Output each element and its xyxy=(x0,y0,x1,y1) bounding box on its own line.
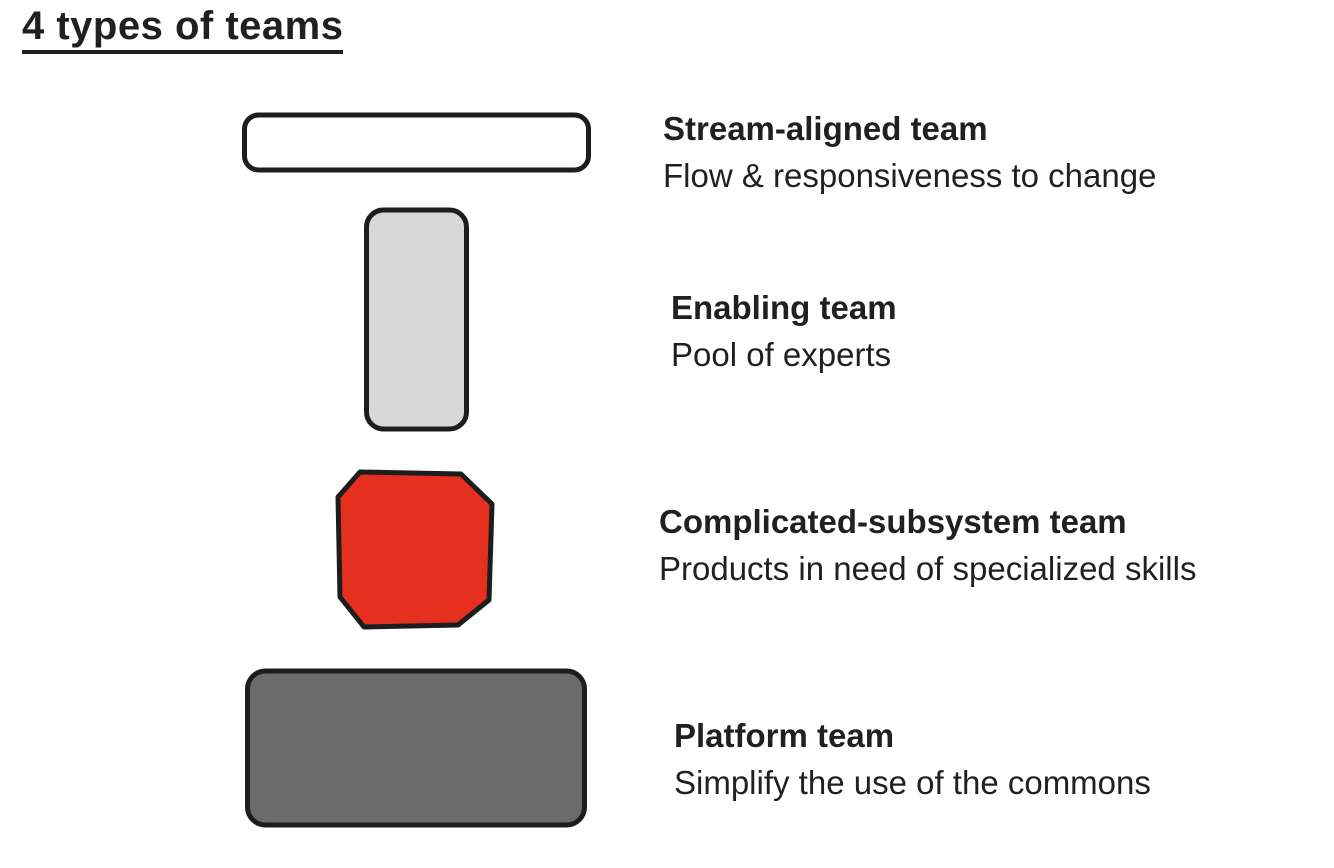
enabling-shape-rect xyxy=(364,207,469,432)
stream-aligned-text-block: Stream-aligned team Flow & responsivenes… xyxy=(663,112,1156,192)
stream-aligned-shape xyxy=(241,111,593,175)
enabling-team-name: Enabling team xyxy=(671,289,897,326)
enabling-shape xyxy=(363,206,471,434)
platform-team-description: Simplify the use of the commons xyxy=(674,764,1151,801)
stream-aligned-team-description: Flow & responsiveness to change xyxy=(663,157,1157,194)
platform-text-block: Platform team Simplify the use of the co… xyxy=(674,719,1151,799)
platform-team-name: Platform team xyxy=(674,717,895,754)
stream-aligned-team-name: Stream-aligned team xyxy=(663,110,988,147)
diagram-title: 4 types of teams xyxy=(22,4,344,54)
complicated-subsystem-shape xyxy=(334,466,498,634)
complicated-subsystem-shape-octagon xyxy=(335,469,495,630)
complicated-subsystem-team-description: Products in need of specialized skills xyxy=(659,550,1197,587)
enabling-team-description: Pool of experts xyxy=(671,336,892,373)
platform-shape xyxy=(244,667,588,829)
stream-aligned-shape-rect xyxy=(242,112,591,173)
enabling-text-block: Enabling team Pool of experts xyxy=(671,291,897,371)
complicated-subsystem-team-name: Complicated-subsystem team xyxy=(659,503,1127,540)
complicated-subsystem-text-block: Complicated-subsystem team Products in n… xyxy=(659,505,1196,585)
platform-shape-rect xyxy=(245,668,587,828)
